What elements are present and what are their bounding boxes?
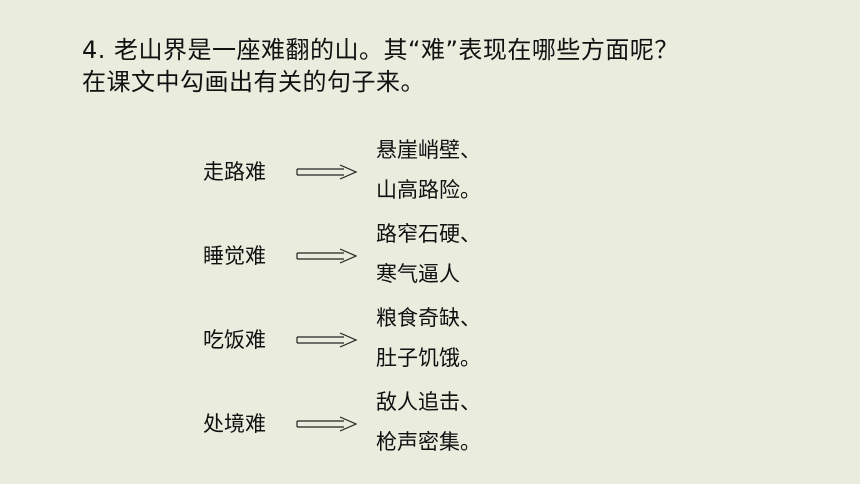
detail-line-1: 悬崖峭壁、 — [376, 138, 481, 162]
question-line-2: 在课文中勾画出有关的句子来。 — [82, 68, 425, 96]
detail-line-1: 路窄石硬、 — [376, 222, 481, 246]
double-arrow-icon — [296, 248, 358, 264]
difficulty-detail: 敌人追击、 枪声密集。 — [376, 382, 481, 462]
detail-line-1: 粮食奇缺、 — [376, 306, 481, 330]
difficulty-detail: 悬崖峭壁、 山高路险。 — [376, 130, 481, 210]
difficulty-label: 走路难 — [203, 160, 266, 184]
double-arrow-icon — [296, 164, 358, 180]
difficulty-row-sleeping: 睡觉难 路窄石硬、 寒气逼人 — [0, 214, 860, 298]
difficulty-row-situation: 处境难 敌人追击、 枪声密集。 — [0, 382, 860, 466]
difficulty-label: 睡觉难 — [203, 244, 266, 268]
difficulty-label: 吃饭难 — [203, 328, 266, 352]
difficulty-detail: 粮食奇缺、 肚子饥饿。 — [376, 298, 481, 378]
detail-line-2: 寒气逼人 — [376, 262, 460, 286]
difficulty-row-eating: 吃饭难 粮食奇缺、 肚子饥饿。 — [0, 298, 860, 382]
difficulty-label: 处境难 — [203, 412, 266, 436]
difficulty-detail: 路窄石硬、 寒气逼人 — [376, 214, 481, 294]
detail-line-2: 肚子饥饿。 — [376, 346, 481, 370]
double-arrow-icon — [296, 332, 358, 348]
question-text: 4. 老山界是一座难翻的山。其“难”表现在哪些方面呢？ 在课文中勾画出有关的句子… — [82, 34, 679, 98]
question-line-1: 4. 老山界是一座难翻的山。其“难”表现在哪些方面呢？ — [82, 36, 679, 64]
detail-line-2: 枪声密集。 — [376, 430, 481, 454]
difficulty-row-walking: 走路难 悬崖峭壁、 山高路险。 — [0, 130, 860, 214]
detail-line-2: 山高路险。 — [376, 178, 481, 202]
detail-line-1: 敌人追击、 — [376, 390, 481, 414]
double-arrow-icon — [296, 416, 358, 432]
